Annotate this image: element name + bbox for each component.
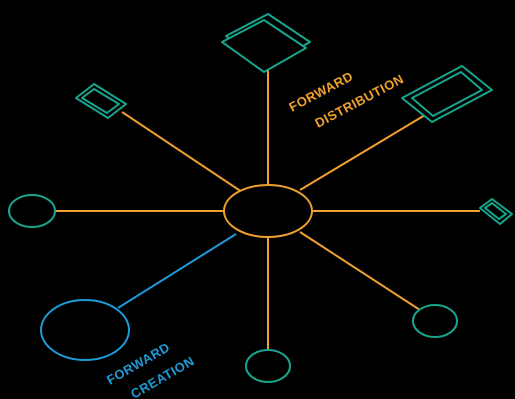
line-to-creation-source [117,233,237,309]
bottom-right-circle-node [412,304,458,338]
line-to-bottom-right-circle [299,231,421,311]
book-device-icon [221,13,311,73]
bottom-circle-node [245,349,291,383]
creation-source-node [40,299,130,361]
hub-node [223,184,313,238]
left-circle-node [8,194,56,228]
line-to-phone [121,111,243,193]
connector-lines [54,58,480,350]
line-to-tablet [299,111,431,191]
small-phone-device-icon [479,198,513,225]
phone-device-icon [75,83,127,119]
tablet-device-icon [401,65,493,123]
